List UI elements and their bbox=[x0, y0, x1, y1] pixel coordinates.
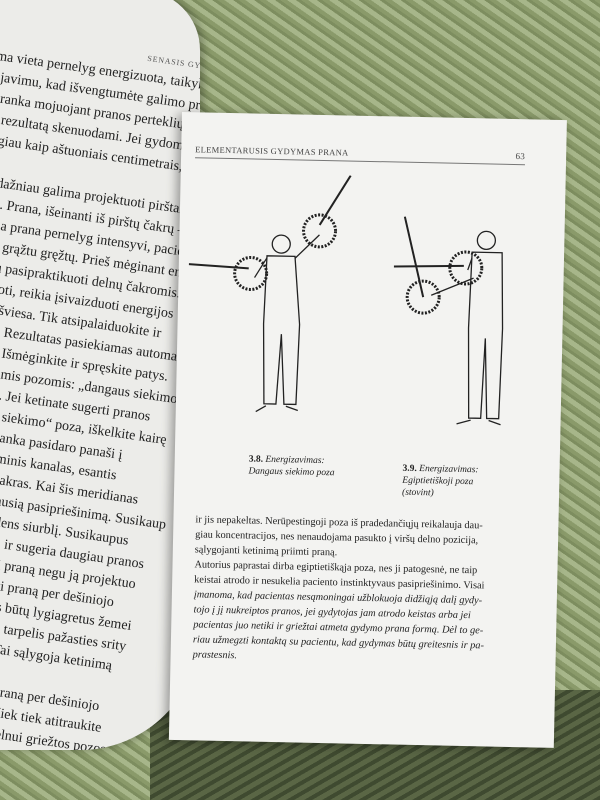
figure-3-9-illustration bbox=[393, 216, 504, 426]
page-number: 63 bbox=[515, 150, 526, 162]
figure-number: 3.8. bbox=[248, 454, 264, 465]
figure-number: 3.9. bbox=[402, 463, 417, 474]
figure-caption-3-9: 3.9. Energizavimas: Egiptietiškoji poza … bbox=[401, 463, 479, 499]
right-page: ELEMENTARUSIS GYDYMAS PRANA 63 3.8. bbox=[168, 112, 567, 748]
figure-caption-3-8: 3.8. Energizavimas: Dangaus siekimo poza bbox=[248, 454, 335, 479]
running-head: ELEMENTARUSIS GYDYMAS PRANA 63 bbox=[195, 144, 526, 166]
body-text: ir jis nepakeltas. Nerūpestingoji poza i… bbox=[192, 512, 535, 669]
left-page: SENASIS GYDYMO PRANA MOKSLAS ma vieta pe… bbox=[0, 0, 200, 750]
running-head-title: ELEMENTARUSIS GYDYMAS PRANA bbox=[195, 144, 349, 158]
figure-3-8-illustration bbox=[188, 175, 352, 413]
